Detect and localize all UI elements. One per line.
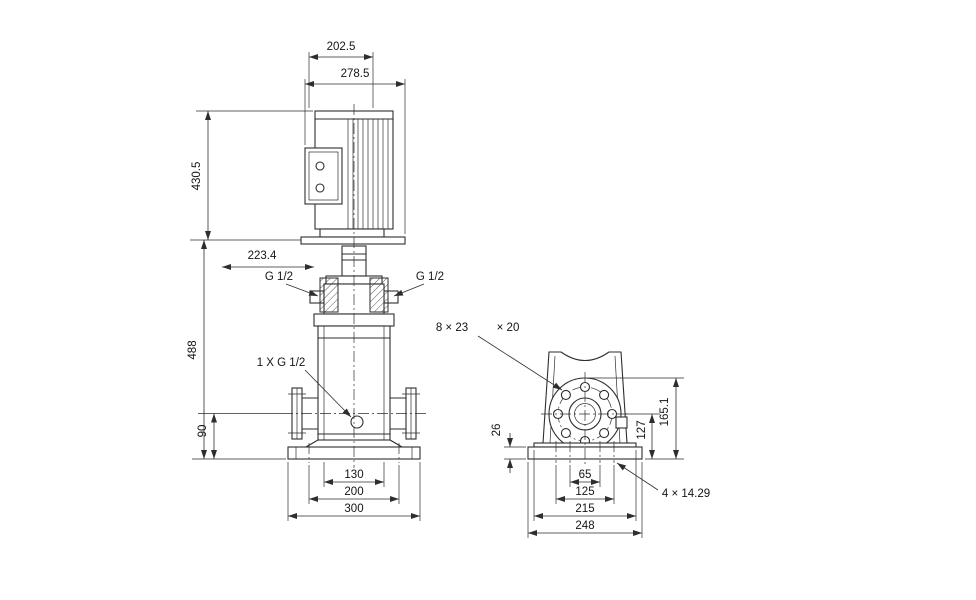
dim-flange-height: 165.1 <box>588 377 684 459</box>
dim-label-plate-top-width: 215 <box>575 503 594 515</box>
motor-flange <box>319 228 385 238</box>
flange-slots-label-b: × 20 <box>497 322 520 334</box>
motor <box>300 110 406 245</box>
bolt-hole <box>560 428 571 439</box>
dim-port-center-height: 90 <box>197 413 282 459</box>
terminal-box <box>304 147 343 205</box>
drain-plug <box>350 415 364 429</box>
port-left-label: G 1/2 <box>265 271 293 283</box>
coupling-guard-right <box>369 277 389 313</box>
dim-label-port-center-height: 90 <box>197 425 209 438</box>
dim-label-plate-thickness: 26 <box>491 424 503 437</box>
dim-label-foot-inner-width: 130 <box>344 469 363 481</box>
dim-plate-width: 248 <box>527 462 643 538</box>
port-right-label: G 1/2 <box>416 271 444 283</box>
dim-label-plate-width: 248 <box>575 520 594 532</box>
dim-foot-overall-width: 300 <box>287 462 421 521</box>
side-view: 8 × 23 × 20 26 127 165.1 4 × 14.29 <box>436 322 710 538</box>
dim-pump-height: 488 <box>187 240 286 460</box>
motor-fins <box>347 119 389 229</box>
flange-slots-label-a: 8 × 23 <box>436 322 468 334</box>
dim-label-motor-overall-width: 278.5 <box>341 68 370 80</box>
terminal-gland-bottom <box>315 183 325 193</box>
base-holes-label: 4 × 14.29 <box>662 488 710 500</box>
dim-label-motor-top-width: 202.5 <box>327 41 356 53</box>
dim-head-width: 223.4 <box>222 250 314 270</box>
callout-drain-port: 1 X G 1/2 <box>257 357 352 418</box>
bolt-hole <box>560 389 571 400</box>
front-view: 202.5 278.5 430.5 488 90 223.4 <box>187 41 444 521</box>
dim-center-height: 127 <box>625 413 684 460</box>
callout-flange-slots: 8 × 23 × 20 <box>436 322 563 391</box>
dim-label-slot-spacing-inner: 65 <box>579 469 592 481</box>
dim-motor-height: 430.5 <box>190 110 313 241</box>
dim-motor-overall-width: 278.5 <box>304 68 406 234</box>
dim-label-foot-bolt-width: 200 <box>344 486 363 498</box>
dim-label-foot-overall-width: 300 <box>344 503 363 515</box>
motor-stool-plate <box>300 236 406 245</box>
dim-label-pump-height: 488 <box>187 340 199 359</box>
dim-label-flange-height: 165.1 <box>659 398 671 427</box>
callout-port-left: G 1/2 <box>265 271 319 297</box>
dim-label-head-width: 223.4 <box>248 250 277 262</box>
dim-plate-thickness: 26 <box>491 424 526 473</box>
dim-foot-bolt-width: 200 <box>308 465 400 504</box>
dim-label-slot-spacing-outer: 125 <box>575 486 594 498</box>
flange-tab <box>615 416 628 429</box>
dim-foot-inner-width: 130 <box>323 462 385 487</box>
dim-label-center-height: 127 <box>636 420 648 439</box>
bolt-hole <box>599 389 610 400</box>
dim-plate-top-width: 215 <box>533 450 637 521</box>
callout-port-right: G 1/2 <box>393 271 444 297</box>
dim-label-motor-height: 430.5 <box>191 162 203 191</box>
drain-port-label: 1 X G 1/2 <box>257 357 306 369</box>
coupling-guard-left <box>319 277 339 313</box>
dim-slot-spacing-outer: 125 <box>555 465 615 504</box>
dim-motor-top-width: 202.5 <box>308 41 374 108</box>
bolt-hole <box>599 428 610 439</box>
terminal-gland-top <box>315 161 325 171</box>
dim-slot-spacing-inner: 65 <box>569 465 601 487</box>
callout-base-holes: 4 × 14.29 <box>616 462 710 500</box>
